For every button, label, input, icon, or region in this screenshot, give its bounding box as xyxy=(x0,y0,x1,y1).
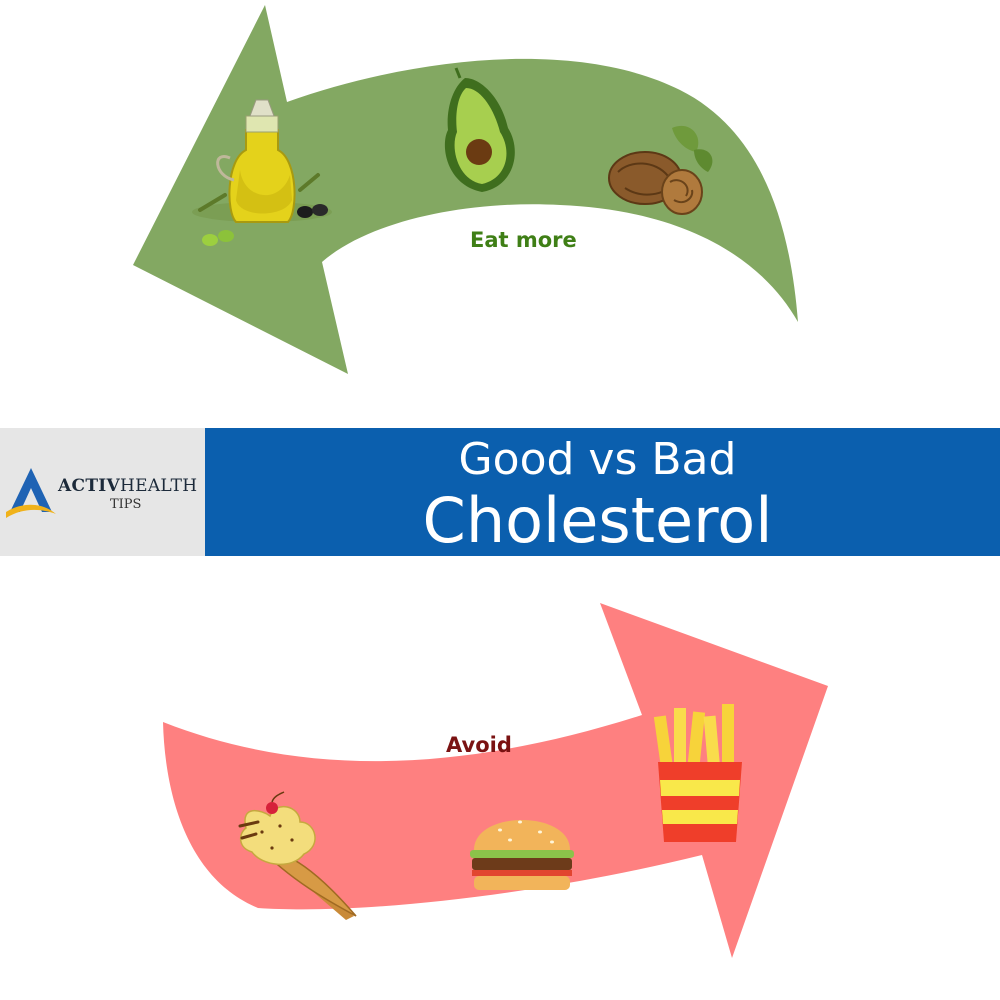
avocado-icon xyxy=(444,67,515,192)
brand-name: ACTIVHEALTH xyxy=(58,476,198,496)
avoid-label: Avoid xyxy=(446,733,512,757)
title-line-1: Good vs Bad xyxy=(458,434,737,485)
fries-icon xyxy=(653,704,742,842)
eat-more-label: Eat more xyxy=(470,228,577,252)
ice-cream-icon xyxy=(238,791,357,920)
brand-subtitle: TIPS xyxy=(110,497,142,512)
brand-logo-icon xyxy=(6,468,56,518)
olive-oil-icon xyxy=(192,99,332,246)
walnut-icon xyxy=(608,125,713,215)
title-line-2: Cholesterol xyxy=(422,484,773,557)
avoid-arrow xyxy=(163,603,828,958)
burger-icon xyxy=(470,820,574,890)
title-banner xyxy=(205,428,1000,556)
eat-more-arrow xyxy=(133,5,798,374)
